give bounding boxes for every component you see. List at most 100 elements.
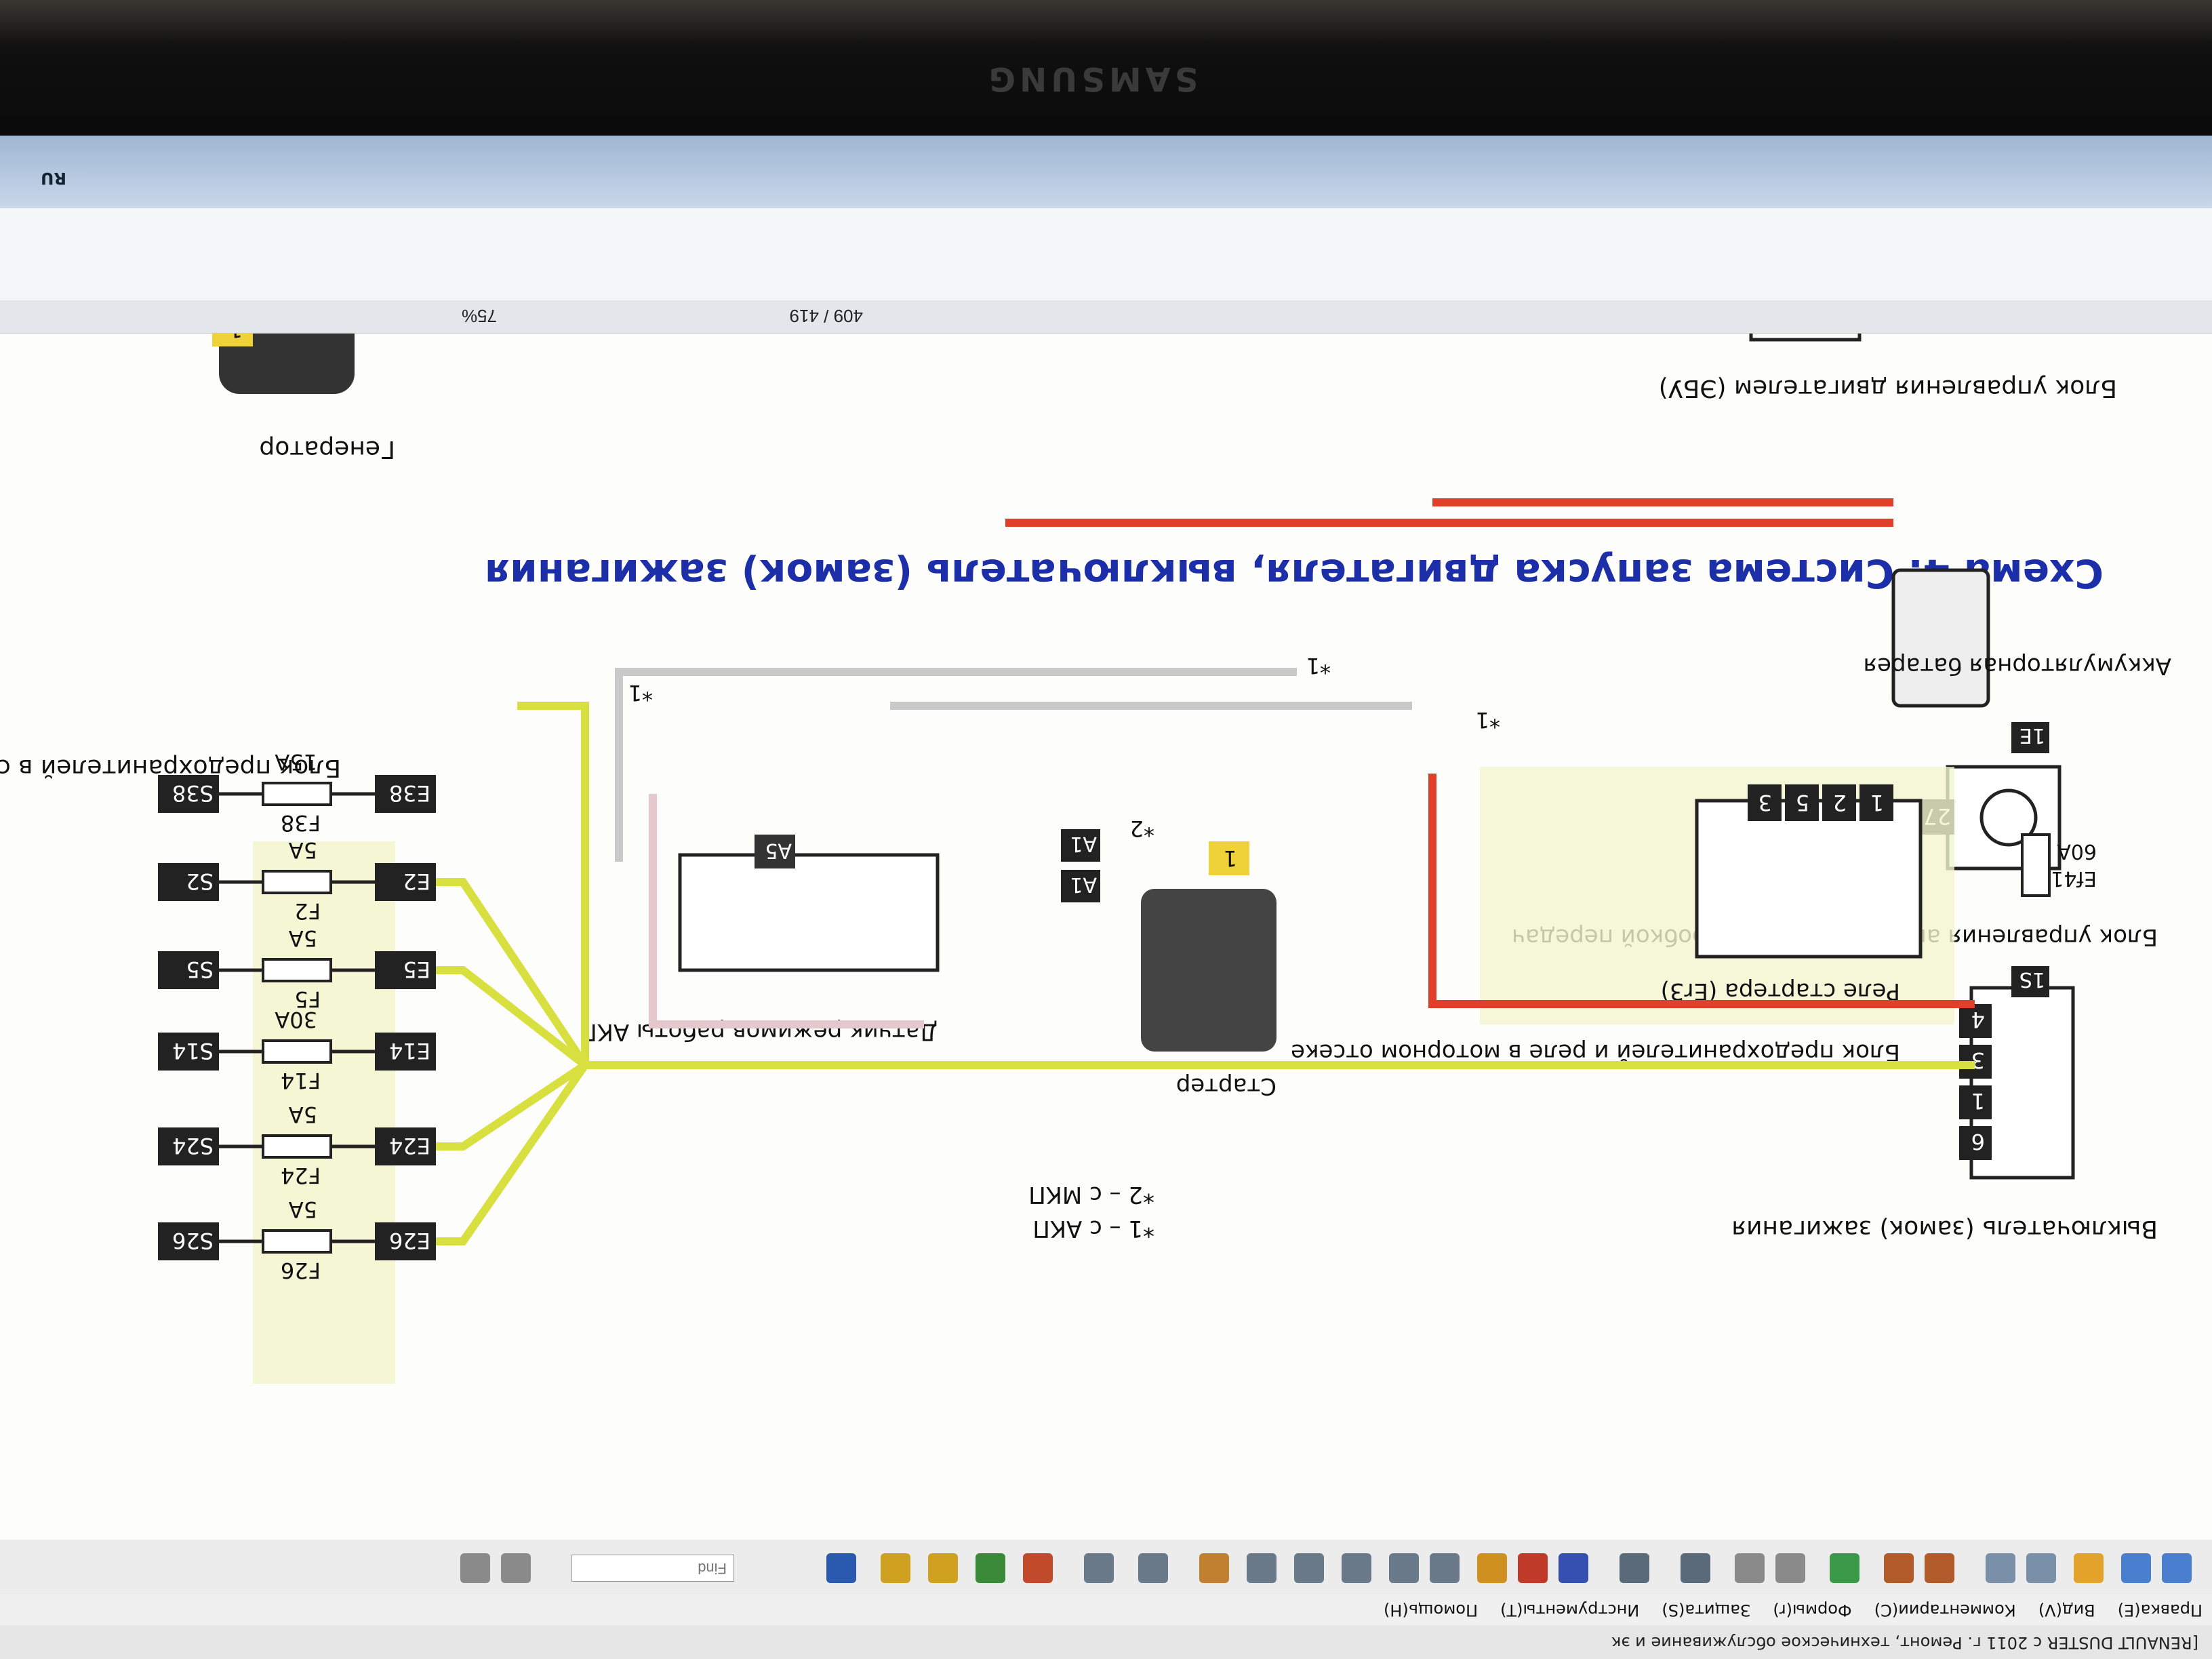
find-input[interactable] (571, 1555, 734, 1582)
find-previous-icon[interactable] (501, 1553, 531, 1583)
menu-edit[interactable]: Правка(E) (2117, 1601, 2203, 1620)
ign-pin-3: 3 (1971, 1047, 1985, 1073)
generator-pin: 1 (229, 334, 243, 342)
fuse-rating: 5A (289, 1197, 317, 1222)
zoom-out-icon[interactable] (1681, 1553, 1710, 1583)
desktop: [RENAULT DUSTER c 2011 г. Ремонт, технич… (0, 136, 2212, 1659)
menu-help[interactable]: Помощь(H) (1384, 1601, 1479, 1620)
conn-a1-1: A1 (1070, 873, 1097, 896)
select-tool-icon[interactable] (1518, 1553, 1548, 1583)
highlight-icon[interactable] (1477, 1553, 1507, 1583)
fuse-out-label: S24 (172, 1133, 214, 1159)
wire-note-4: *2 (1130, 816, 1154, 841)
camera-icon[interactable] (1342, 1553, 1371, 1583)
note-icon[interactable] (1023, 1553, 1053, 1583)
window-title: [RENAULT DUSTER c 2011 г. Ремонт, технич… (1611, 1633, 2198, 1652)
previous-view-icon[interactable] (2074, 1553, 2104, 1583)
fuse-in-label: E26 (389, 1228, 430, 1254)
language-indicator[interactable]: RU (41, 169, 66, 188)
text-tool-icon[interactable] (928, 1553, 958, 1583)
cabin-fuses: E26F265AS26E24F245AS24E14F1430AS14E5F55A… (158, 749, 436, 1283)
redo-icon[interactable] (1884, 1553, 1914, 1583)
page-layout-icon[interactable] (1735, 1553, 1765, 1583)
wire-note-3: *1 (1476, 707, 1500, 733)
wire-note-2: *1 (1306, 653, 1331, 679)
undo-icon[interactable] (1925, 1553, 1954, 1583)
find-next-icon[interactable] (460, 1553, 490, 1583)
wires (436, 498, 1975, 1245)
menu-view[interactable]: Вид(V) (2038, 1601, 2095, 1620)
conn-1s: 1S (2019, 967, 2045, 991)
akp-sensor: A5 Датчик режимов работы АКП (580, 835, 940, 1045)
fuse-in-label: E5 (403, 957, 430, 982)
relay-pin-1: 1 (1870, 790, 1884, 816)
ef41-label: Ef41 (2051, 866, 2097, 890)
conn-a1-2: A1 (1070, 832, 1097, 856)
print-icon[interactable] (1986, 1553, 2015, 1583)
fuse-name: F2 (294, 898, 321, 924)
menu-forms[interactable]: Формы(r) (1773, 1601, 1852, 1620)
ign-pin-1: 1 (1971, 1088, 1985, 1114)
arrow-tool-icon[interactable] (826, 1553, 856, 1583)
diagram-title: Схема 4. Система запуска двигателя, выкл… (485, 551, 2104, 597)
fuse-rating: 5A (289, 837, 317, 863)
fuse-out-label: S5 (186, 957, 214, 982)
zoom-level[interactable]: 75% (461, 306, 497, 326)
fuse-out-label: S26 (172, 1228, 214, 1254)
wire-red-ignition (1428, 774, 1975, 1008)
back-icon[interactable] (2162, 1553, 2192, 1583)
ign-pin-6: 6 (1971, 1129, 1985, 1155)
fuse-out-label: S2 (186, 868, 214, 894)
menu-tools[interactable]: Инструменты(T) (1500, 1601, 1640, 1620)
hand-tool-icon[interactable] (1559, 1553, 1588, 1583)
cabin-fuse-box: Блок предохранителей в салоне (0, 754, 395, 1384)
battery-label: Аккумуляторная батарея (1864, 652, 2171, 679)
fuse-rating: 15A (275, 749, 317, 775)
zoom-tool-icon[interactable] (1830, 1553, 1859, 1583)
ign-pin-4: 4 (1971, 1007, 1985, 1033)
draw-icon[interactable] (976, 1553, 1005, 1583)
menu-comments[interactable]: Комментарии(C) (1874, 1601, 2016, 1620)
wire-yellow-e26 (436, 1062, 588, 1245)
page-number[interactable]: 409 / 419 (789, 306, 863, 326)
fuse-name: F26 (281, 1258, 321, 1283)
relay-pin-3: 3 (1758, 790, 1772, 816)
menu-protection[interactable]: Защита(S) (1662, 1601, 1751, 1620)
toolbar (0, 1539, 2212, 1594)
save-icon[interactable] (2026, 1553, 2056, 1583)
fuse-rating: 5A (289, 1102, 317, 1127)
fuse-in-label: E38 (389, 780, 430, 806)
image-icon[interactable] (1430, 1553, 1460, 1583)
document-view: Схема 4. Система запуска двигателя, выкл… (0, 334, 2212, 1540)
comment-icon[interactable] (881, 1553, 910, 1583)
attach-icon[interactable] (1084, 1553, 1114, 1583)
fuse-in-label: E2 (403, 868, 430, 894)
link-icon[interactable] (1138, 1553, 1168, 1583)
fuse-out-label: S14 (172, 1038, 214, 1064)
stamp-icon[interactable] (1199, 1553, 1229, 1583)
frame-icon[interactable] (1294, 1553, 1324, 1583)
pencil-icon[interactable] (1247, 1553, 1276, 1583)
ignition-switch: 6 1 3 4 Выключатель (замок) зажигания (1731, 986, 2158, 1243)
page-icon[interactable] (1775, 1553, 1805, 1583)
relay-pin-5: 5 (1796, 790, 1809, 816)
forward-icon[interactable] (2121, 1553, 2151, 1583)
zoom-in-icon[interactable] (1620, 1553, 1649, 1583)
wire-note-1: *1 (628, 680, 653, 706)
fuse-name: F38 (281, 810, 321, 836)
fuse-rating: 30A (275, 1007, 317, 1033)
conn-1e: 1E (2019, 723, 2045, 747)
conn-a5: A5 (765, 839, 792, 862)
fuse-in-label: E14 (389, 1038, 430, 1064)
ef41-rating: 60A (2057, 839, 2097, 863)
wire-white-2 (615, 668, 1297, 862)
monitor-bezel: SAMSUNG (0, 0, 2212, 136)
text-box-icon[interactable] (1389, 1553, 1419, 1583)
starter-label: Стартер (1176, 1073, 1276, 1100)
fuse-name: F24 (281, 1163, 321, 1188)
